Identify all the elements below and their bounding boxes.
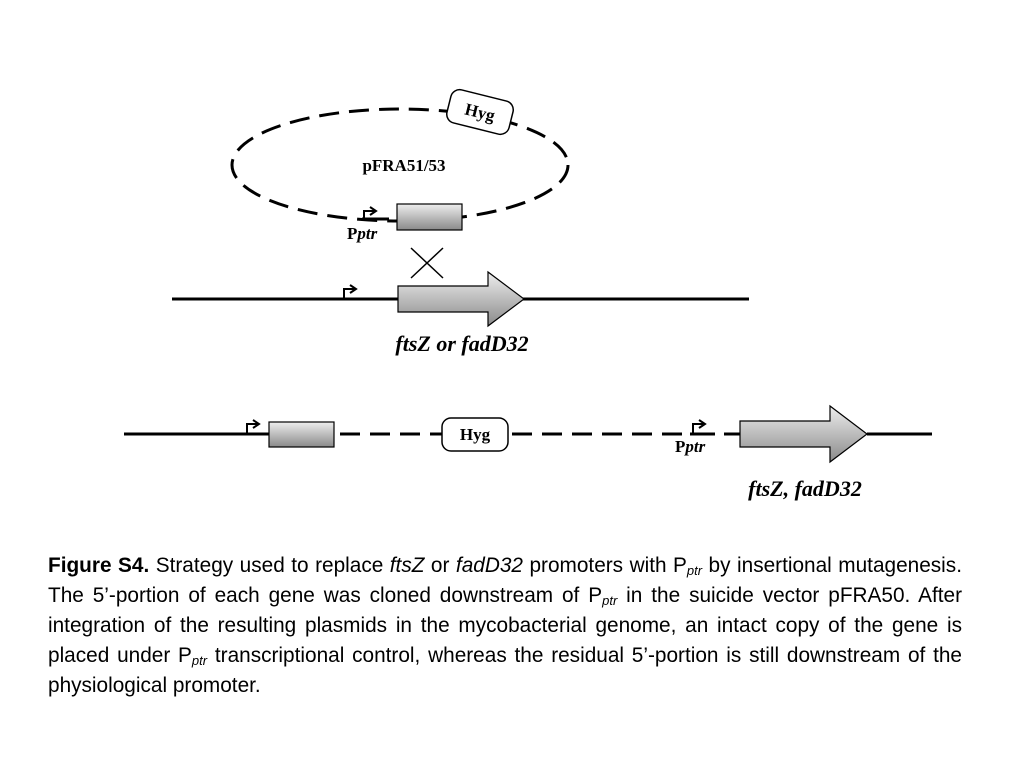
result-promoter-label: Pptr <box>675 437 706 456</box>
caption-gene-fadd32: fadD32 <box>455 554 523 577</box>
plasmid-name: pFRA51/53 <box>362 156 445 175</box>
result-hyg-label: Hyg <box>460 425 491 444</box>
caption-text: promoters with P <box>522 554 687 577</box>
plasmid-hyg-marker: Hyg <box>445 88 515 136</box>
chromosome-before: ftsZ or fadD32 <box>172 270 749 356</box>
caption-text: Strategy used to replace <box>149 554 390 577</box>
result-hyg-marker-box <box>441 417 509 452</box>
caption-subscript: ptr <box>602 593 618 608</box>
caption-text: in the suicide vector pFRA50. After inte… <box>48 584 962 667</box>
target-gene-arrow <box>397 270 525 328</box>
crossover-x-icon <box>410 247 444 279</box>
result-gene-label: ftsZ, fadD32 <box>748 476 862 501</box>
chromosome-after: Hyg Pptr ftsZ, fadD32 <box>124 404 932 501</box>
caption-text: or <box>424 554 456 577</box>
target-gene-label: ftsZ or fadD32 <box>395 331 528 356</box>
result-native-promoter-arrow-icon <box>246 419 261 434</box>
result-ptr-promoter-arrow-icon <box>692 419 707 434</box>
caption-text: transcriptional control, whereas the res… <box>48 644 963 697</box>
caption-gene-ftsz: ftsZ <box>389 554 425 577</box>
result-residual-fragment-box <box>268 421 335 448</box>
native-promoter-arrow-icon <box>343 284 358 299</box>
result-intact-gene-arrow <box>739 404 868 464</box>
caption-subscript: ptr <box>686 563 703 578</box>
figure-caption: Figure S4. Strategy used to replace ftsZ… <box>48 551 962 701</box>
insertional-mutagenesis-diagram: Hyg pFRA51/53 Pptr ftsZ or fadD32 Hyg Pp… <box>124 88 932 501</box>
plasmid-promoter-arrow-icon <box>363 206 378 219</box>
caption-text: by insertional mutagenesis. The 5’-porti… <box>48 554 962 607</box>
figure-label: Figure S4. <box>48 554 150 577</box>
plasmid-promoter-label: Pptr <box>347 224 378 243</box>
plasmid: Hyg pFRA51/53 Pptr <box>230 88 570 243</box>
caption-subscript: ptr <box>191 653 208 668</box>
plasmid-gene-fragment-box <box>396 203 463 231</box>
